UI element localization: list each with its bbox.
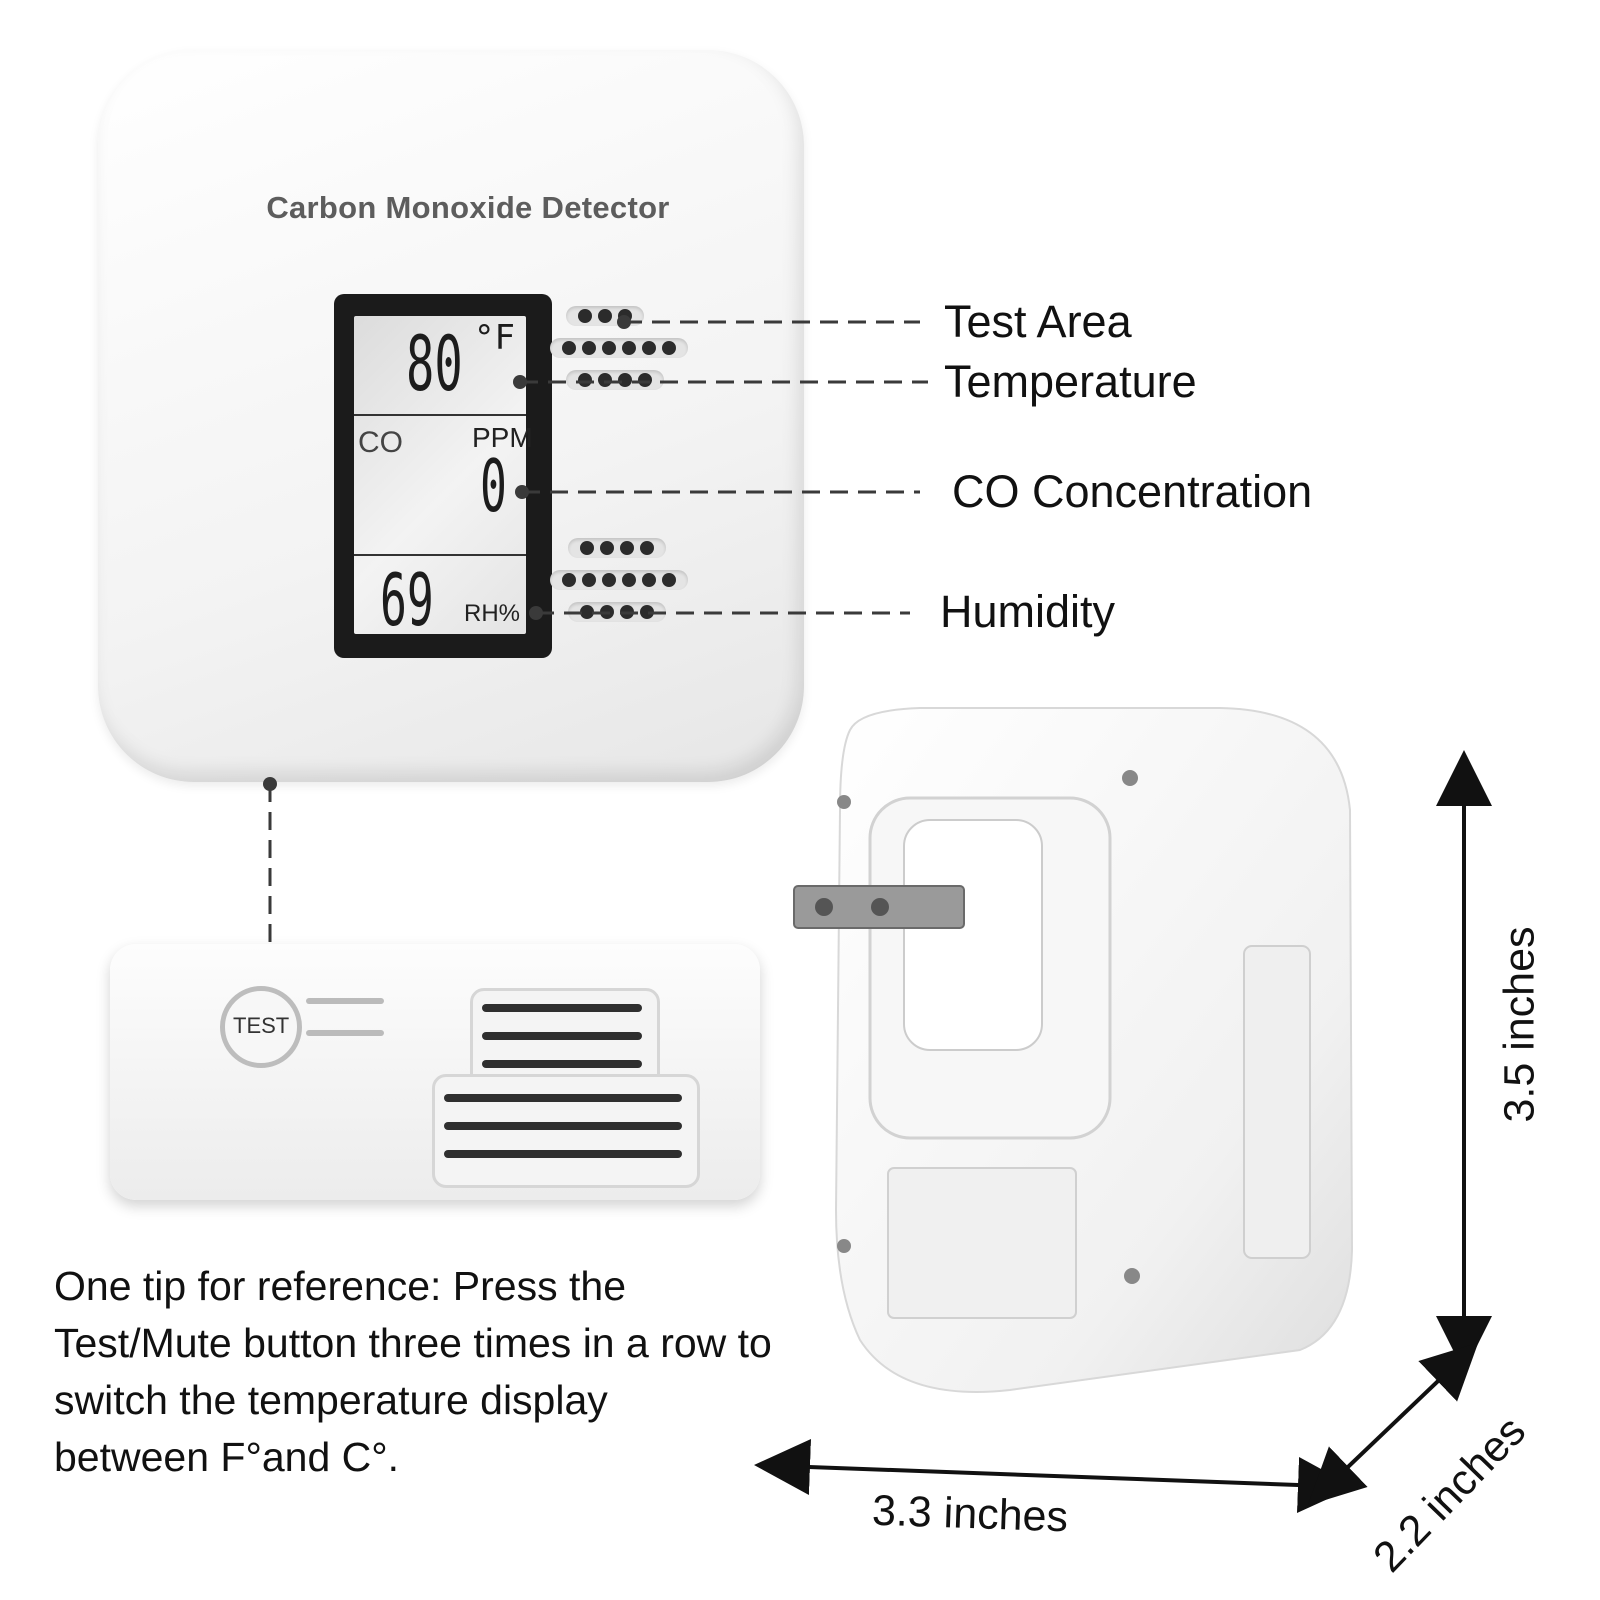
vent-slot — [482, 1004, 642, 1012]
lcd-display: 80 °F CO PPM 0 69 RH% — [334, 294, 552, 658]
vent-row — [550, 338, 688, 358]
humidity-unit: RH% — [464, 600, 521, 627]
screw — [837, 1239, 851, 1253]
button-groove — [306, 1030, 384, 1036]
temperature-value: 80 — [406, 319, 463, 408]
lcd-screen: 80 °F CO PPM 0 69 RH% — [354, 316, 533, 642]
vent-slot — [482, 1060, 642, 1068]
callout-dot — [529, 606, 543, 620]
detector-front: Carbon Monoxide Detector 80 °F CO PPM 0 … — [98, 50, 804, 782]
vent-slot — [444, 1122, 682, 1130]
vent-slot — [444, 1094, 682, 1102]
screw — [1124, 1268, 1140, 1284]
depth-arrow — [1307, 1342, 1479, 1506]
callout-temperature: Temperature — [944, 356, 1197, 407]
device-title: Carbon Monoxide Detector — [266, 190, 670, 225]
callout-test-area: Test Area — [944, 296, 1132, 347]
test-button[interactable]: TEST — [220, 986, 302, 1068]
screw — [1122, 770, 1138, 786]
co-label: CO — [358, 426, 403, 459]
width-label: 3.3 inches — [871, 1486, 1069, 1542]
vent-slot — [482, 1032, 642, 1040]
test-button-label: TEST — [233, 1013, 290, 1038]
co-value: 0 — [480, 444, 507, 528]
temperature-unit: °F — [474, 318, 515, 358]
bottom-vent — [887, 1167, 1077, 1319]
button-groove — [306, 998, 384, 1004]
detector-bottom-panel: TEST — [110, 944, 760, 1200]
callout-dot — [617, 315, 631, 329]
height-label: 3.5 inches — [1495, 926, 1544, 1123]
screw — [837, 795, 851, 809]
lcd-divider — [354, 414, 526, 416]
callout-humidity: Humidity — [940, 586, 1116, 637]
width-arrow — [754, 1439, 1354, 1513]
callout-co-concentration: CO Concentration — [952, 466, 1313, 517]
humidity-value: 69 — [380, 558, 434, 642]
plug-housing — [903, 819, 1043, 1051]
callout-dot — [263, 777, 277, 791]
tip-text: One tip for reference: Press the Test/Mu… — [54, 1263, 772, 1480]
prong-hole — [815, 898, 833, 916]
callout-dot — [515, 485, 529, 499]
vent-slot — [444, 1150, 682, 1158]
lcd-divider — [354, 554, 526, 556]
ppm-label: PPM — [472, 422, 533, 453]
vent-grille-lower — [432, 1074, 700, 1188]
detector-back-view — [793, 707, 1354, 1393]
side-vent — [1243, 945, 1311, 1259]
callout-dot — [513, 375, 527, 389]
prong-hole — [871, 898, 889, 916]
vent-row — [550, 570, 688, 590]
vent-row — [568, 538, 666, 558]
